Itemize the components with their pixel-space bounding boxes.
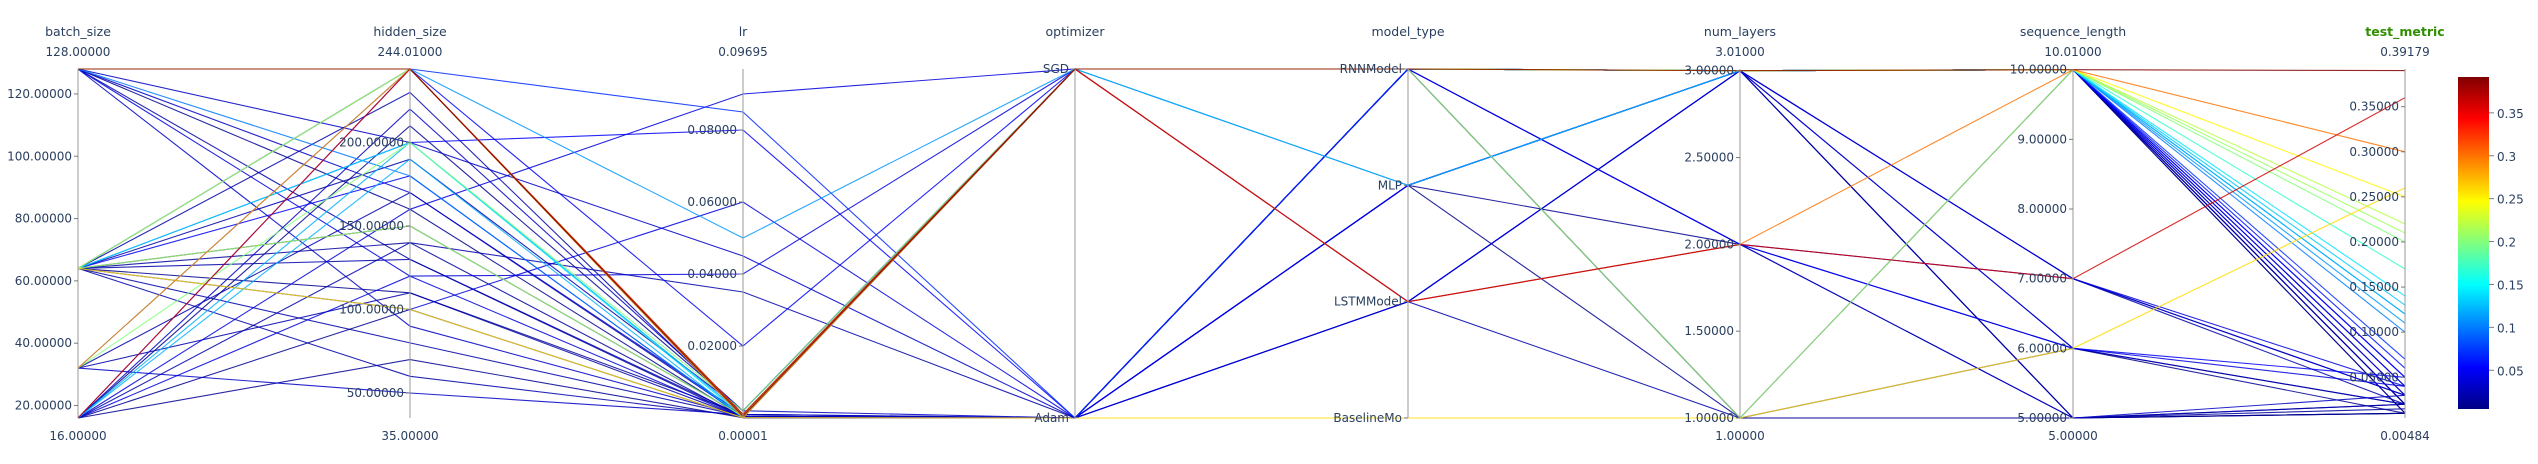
colorbar-tick-label-0: 0.05 — [2497, 364, 2524, 378]
tick-label-lr-2: 0.06000 — [687, 195, 737, 209]
tick-label-batch_size-3: 80.00000 — [15, 212, 72, 226]
axis-title-optimizer[interactable]: optimizer — [1046, 24, 1106, 39]
tick-label-lr-0: 0.02000 — [687, 339, 737, 353]
tick-label-num_layers-2: 2.00000 — [1684, 237, 1734, 251]
axis-range-max-test_metric: 0.39179 — [2380, 45, 2430, 59]
tick-label-test_metric-4: 0.25000 — [2349, 190, 2399, 204]
tick-label-lr-3: 0.08000 — [687, 123, 737, 137]
tick-label-sequence_length-3: 8.00000 — [2017, 202, 2067, 216]
tick-label-batch_size-5: 120.00000 — [7, 87, 72, 101]
tick-label-test_metric-3: 0.20000 — [2349, 235, 2399, 249]
axis-title-model_type[interactable]: model_type — [1371, 24, 1444, 39]
axis-batch_size[interactable]: batch_size 128.00000 16.00000 20.00000 40.00… — [7, 24, 111, 443]
axis-range-max-lr: 0.09695 — [718, 45, 768, 59]
tick-label-hidden_size-0: 50.00000 — [347, 386, 404, 400]
colorbar-tick-label-1: 0.1 — [2497, 321, 2516, 335]
colorbar-gradient-bar — [2458, 77, 2489, 409]
tick-label-lr-1: 0.04000 — [687, 267, 737, 281]
tick-label-num_layers-0: 1.00000 — [1684, 411, 1734, 425]
colorbar-tick-label-6: 0.35 — [2497, 107, 2524, 121]
axis-range-min-test_metric: 0.00484 — [2380, 429, 2430, 443]
axis-range-min-lr: 0.00001 — [718, 429, 768, 443]
axes-layer: batch_size 128.00000 16.00000 20.00000 40.00… — [7, 24, 2445, 443]
axis-range-max-batch_size: 128.00000 — [46, 45, 111, 59]
colorbar: 0.05 0.1 0.15 0.2 0.25 0.3 0.35 — [2458, 77, 2524, 409]
tick-label-hidden_size-3: 200.00000 — [339, 135, 404, 149]
tick-label-test_metric-0: 0.05000 — [2349, 370, 2399, 384]
tick-label-hidden_size-1: 100.00000 — [339, 302, 404, 316]
polyline-record-24 — [77, 68, 2406, 419]
polyline-record-14 — [78, 68, 2406, 419]
tick-label-sequence_length-0: 5.00000 — [2017, 411, 2067, 425]
category-label-optimizer-0: Adam — [1034, 411, 1069, 425]
tick-label-num_layers-3: 2.50000 — [1684, 151, 1734, 165]
axis-range-min-hidden_size: 35.00000 — [381, 429, 438, 443]
axis-range-max-hidden_size: 244.01000 — [378, 45, 443, 59]
category-label-optimizer-1: SGD — [1043, 62, 1069, 76]
polyline-record-9 — [77, 68, 2406, 417]
polyline-record-0 — [78, 68, 2406, 417]
axis-title-hidden_size[interactable]: hidden_size — [373, 24, 447, 39]
tick-label-batch_size-0: 20.00000 — [15, 399, 72, 413]
category-label-model_type-3: RNNModel — [1340, 62, 1402, 76]
polyline-record-29 — [77, 69, 2406, 419]
tick-label-sequence_length-1: 6.00000 — [2017, 341, 2067, 355]
axis-test_metric[interactable]: test_metric 0.39179 0.00484 0.05000 0.10000 0… — [2349, 24, 2444, 443]
category-label-model_type-1: LSTMModel — [1334, 295, 1402, 309]
polyline-record-10 — [77, 68, 2406, 417]
tick-label-num_layers-4: 3.00000 — [1684, 64, 1734, 78]
polyline-record-44 — [77, 68, 2406, 417]
tick-label-test_metric-2: 0.15000 — [2349, 280, 2399, 294]
colorbar-tick-label-3: 0.2 — [2497, 236, 2516, 250]
tick-label-test_metric-6: 0.35000 — [2349, 100, 2399, 114]
colorbar-tick-label-2: 0.15 — [2497, 278, 2524, 292]
axis-title-test_metric[interactable]: test_metric — [2365, 24, 2444, 40]
axis-range-min-sequence_length: 5.00000 — [2048, 429, 2098, 443]
category-label-model_type-0: BaselineMo — [1333, 411, 1402, 425]
tick-label-batch_size-1: 40.00000 — [15, 336, 72, 350]
axis-title-batch_size[interactable]: batch_size — [45, 24, 111, 39]
colorbar-tick-label-5: 0.3 — [2497, 150, 2516, 164]
axis-sequence_length[interactable]: sequence_length 10.01000 5.00000 5.00000 6.0… — [2010, 24, 2126, 443]
polylines-layer — [77, 68, 2406, 419]
tick-label-num_layers-1: 1.50000 — [1684, 324, 1734, 338]
tick-label-test_metric-1: 0.10000 — [2349, 325, 2399, 339]
axis-lr[interactable]: lr 0.09695 0.00001 0.02000 0.04000 0.06000 0.0… — [687, 24, 767, 443]
axis-title-num_layers[interactable]: num_layers — [1704, 24, 1776, 39]
tick-label-hidden_size-2: 150.00000 — [339, 219, 404, 233]
axis-title-lr[interactable]: lr — [739, 24, 748, 39]
axis-range-max-sequence_length: 10.01000 — [2044, 45, 2101, 59]
polyline-record-4 — [77, 68, 2406, 417]
tick-label-sequence_length-2: 7.00000 — [2017, 272, 2067, 286]
axis-title-sequence_length[interactable]: sequence_length — [2020, 24, 2126, 39]
tick-label-batch_size-4: 100.00000 — [7, 149, 72, 163]
tick-label-batch_size-2: 60.00000 — [15, 274, 72, 288]
tick-label-test_metric-5: 0.30000 — [2349, 145, 2399, 159]
axis-num_layers[interactable]: num_layers 3.01000 1.00000 1.00000 1.50000 2.… — [1684, 24, 1776, 443]
colorbar-tick-label-4: 0.25 — [2497, 193, 2524, 207]
polyline-record-32 — [77, 70, 2406, 419]
polyline-record-2 — [77, 187, 2406, 419]
tick-label-sequence_length-5: 10.00000 — [2010, 63, 2067, 77]
category-label-model_type-2: MLP — [1378, 178, 1402, 192]
axis-range-min-num_layers: 1.00000 — [1715, 429, 1765, 443]
axis-range-max-num_layers: 3.01000 — [1715, 45, 1765, 59]
polyline-record-41 — [77, 191, 2406, 419]
tick-label-sequence_length-4: 9.00000 — [2017, 132, 2067, 146]
axis-range-min-batch_size: 16.00000 — [49, 429, 106, 443]
axis-hidden_size[interactable]: hidden_size 244.01000 35.00000 50.00000 100.… — [339, 24, 447, 443]
polyline-record-25 — [77, 68, 2406, 417]
